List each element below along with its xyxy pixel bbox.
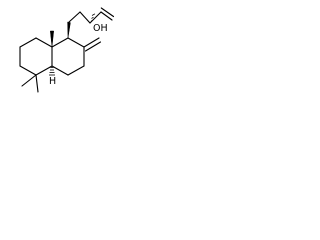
ring-a bbox=[19, 37, 53, 76]
side-chain bbox=[67, 7, 115, 39]
bond-b1 bbox=[51, 37, 69, 48]
bond-b5 bbox=[51, 65, 69, 76]
bond-b2 bbox=[67, 37, 85, 48]
bond-chain-1 bbox=[68, 11, 81, 23]
bond-a1 bbox=[19, 37, 37, 48]
bond-methylene-1 bbox=[83, 37, 100, 48]
methylene-group bbox=[83, 37, 102, 52]
bond-methylene-2 bbox=[84, 41, 102, 52]
h-junction-label: H bbox=[49, 76, 56, 87]
bond-gem-methyl-1 bbox=[21, 74, 37, 87]
bond-a4 bbox=[35, 65, 53, 76]
wedge-side-chain bbox=[67, 21, 71, 39]
diagram-canvas: OH H bbox=[0, 0, 116, 109]
wedge-angular-methyl bbox=[50, 30, 54, 48]
bond-gem-methyl-2 bbox=[35, 74, 39, 93]
bond-a2 bbox=[35, 37, 53, 48]
bond-vinyl-2 bbox=[100, 11, 113, 21]
oh-label: OH bbox=[93, 23, 108, 34]
bond-b4 bbox=[67, 65, 85, 76]
bond-a5 bbox=[19, 65, 37, 76]
bond-vinyl-2b bbox=[100, 7, 115, 18]
hash-junction-h bbox=[49, 67, 55, 76]
chemical-structure: OH H bbox=[19, 7, 115, 93]
gem-dimethyl bbox=[21, 74, 39, 93]
bond-chain-2 bbox=[79, 11, 91, 24]
bond-vinyl-1 bbox=[89, 11, 102, 24]
ring-b bbox=[51, 37, 85, 76]
